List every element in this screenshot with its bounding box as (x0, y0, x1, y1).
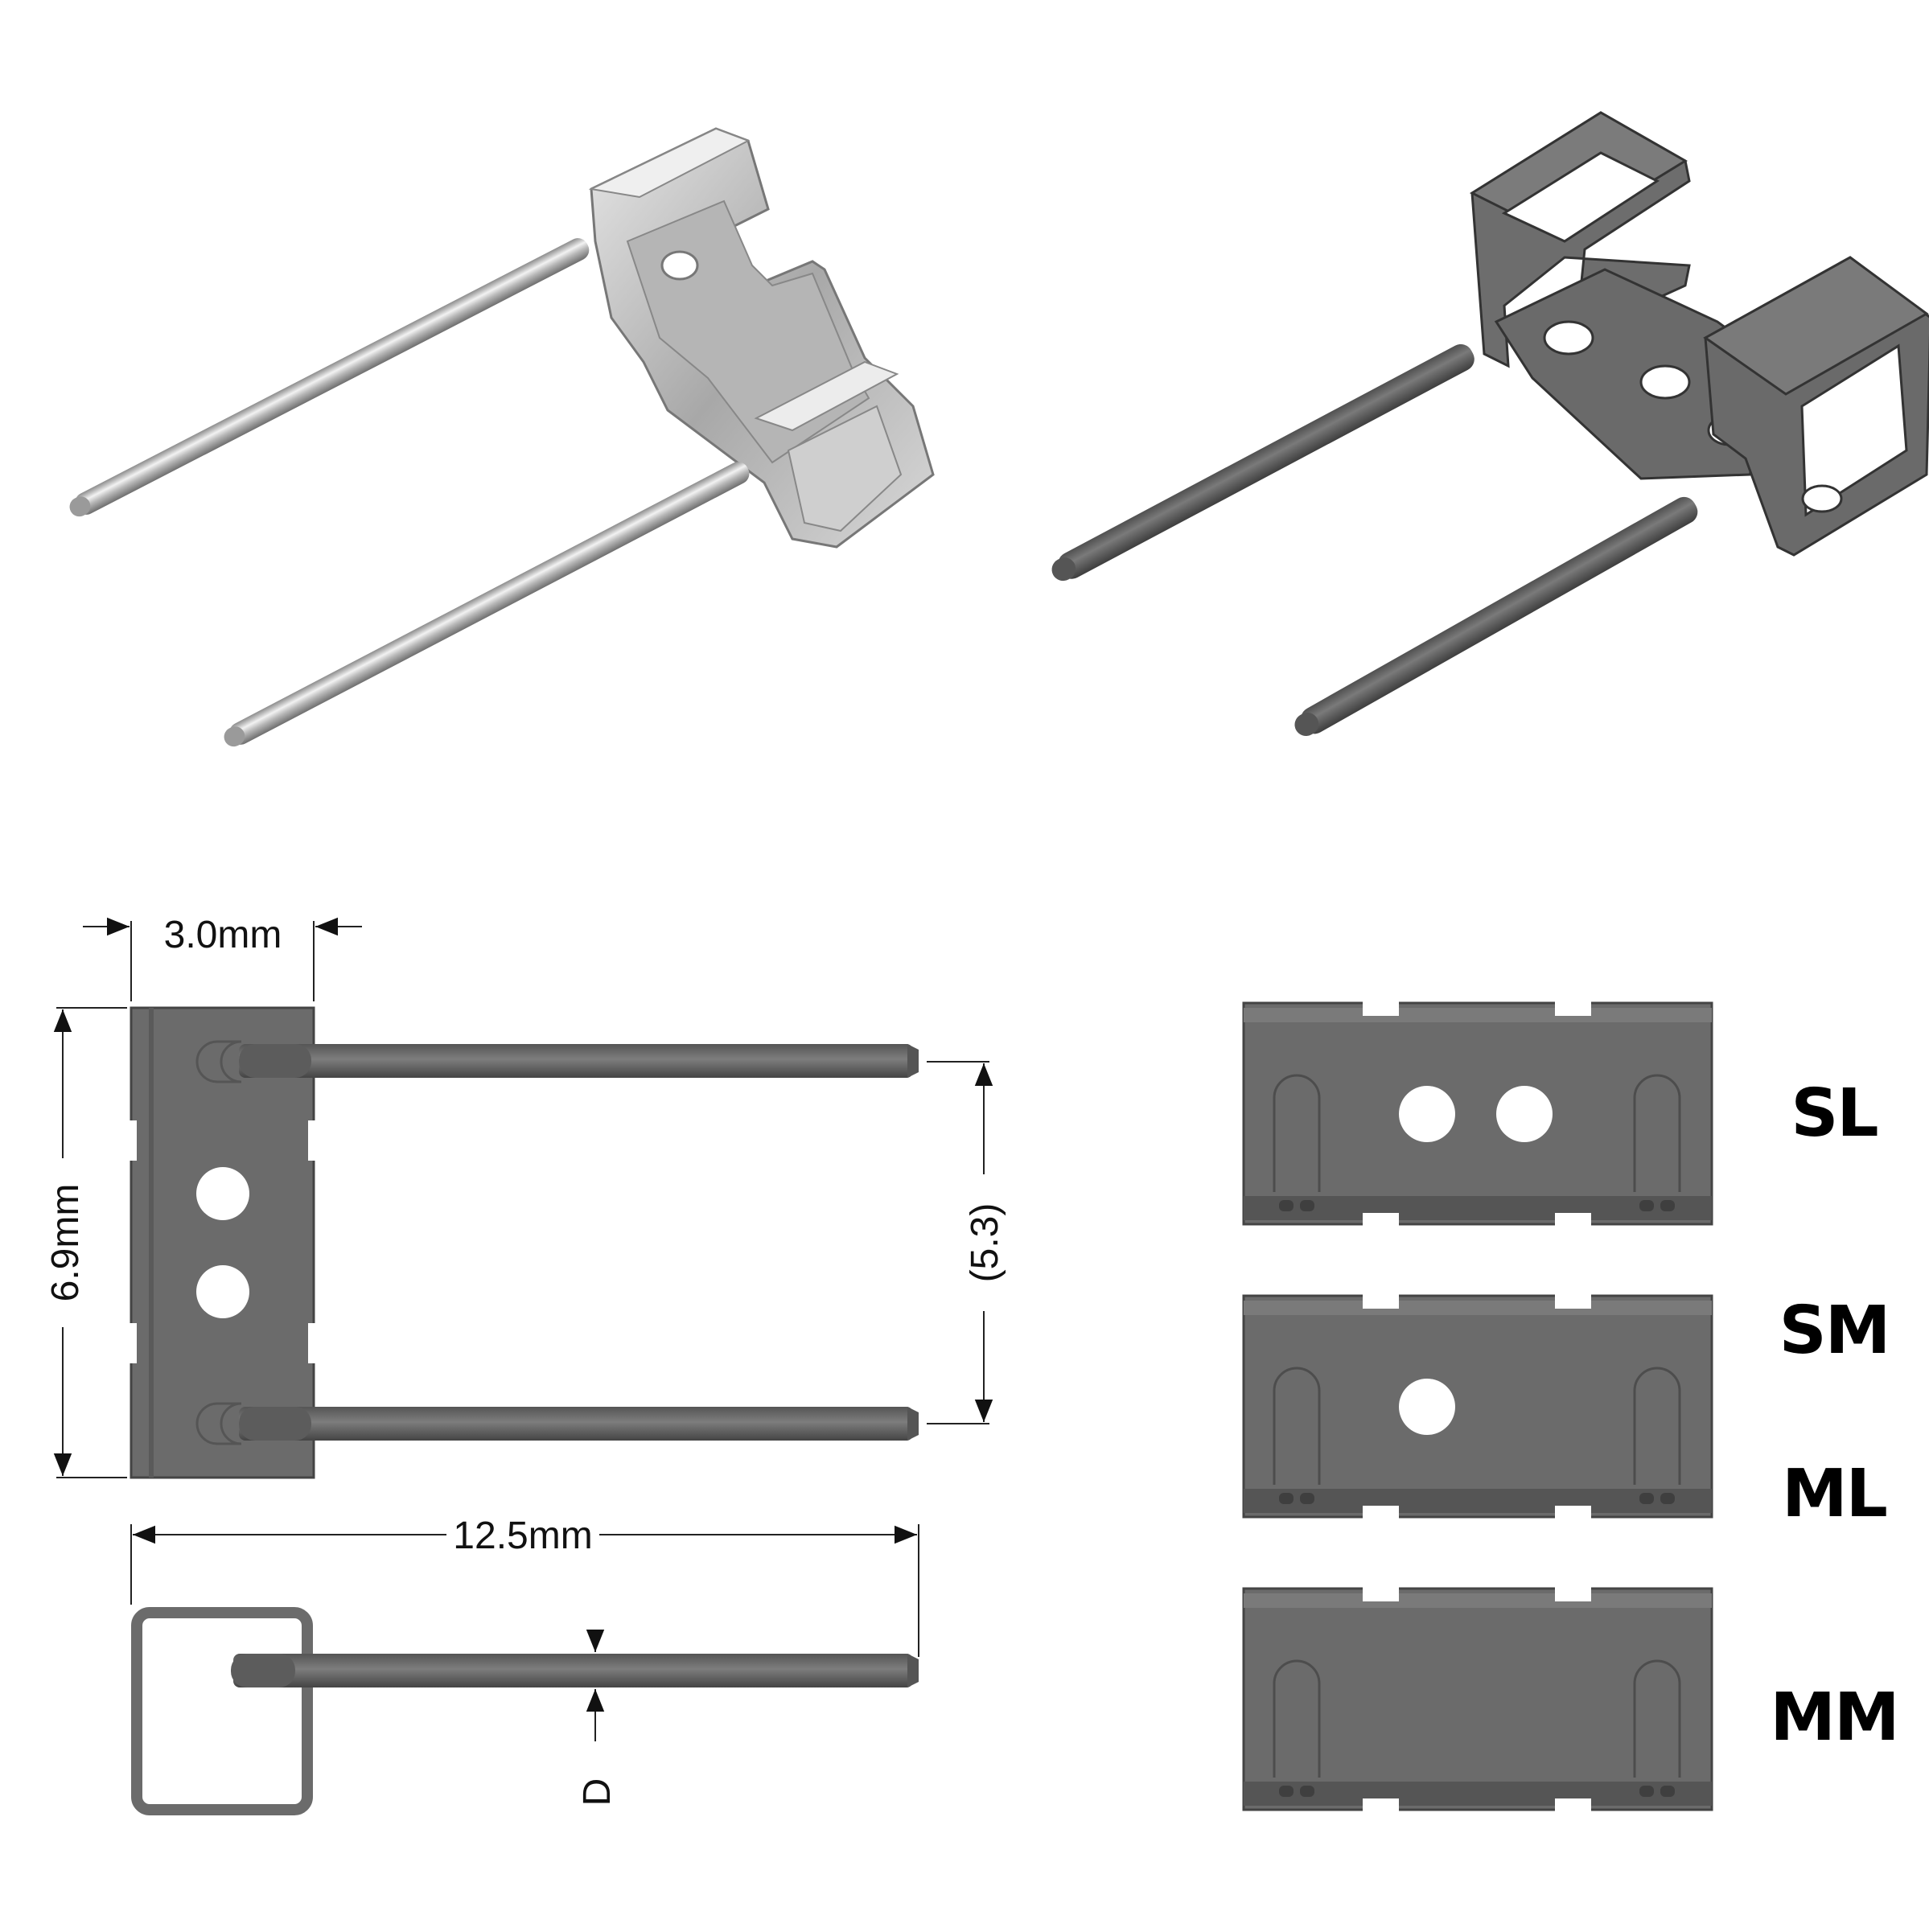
variant-label-ml: ML (1782, 1456, 1887, 1532)
plate-tab (1300, 1200, 1314, 1211)
plate-notch (1555, 1798, 1591, 1813)
plate-tab (1660, 1200, 1675, 1211)
plate-body (1242, 1001, 1713, 1226)
pitch-dimension: (5.3) (964, 1203, 1006, 1283)
plate-notch (1363, 1294, 1399, 1309)
plate-tab (1660, 1493, 1675, 1504)
variant-plates: SL SM ML MM (1242, 1001, 1900, 1813)
side-view-drawing: 12.5mm D (130, 1515, 919, 1815)
plate-bottom-edge (1244, 1196, 1712, 1220)
width-dimension: 3.0mm (164, 914, 282, 956)
plate-mm (1242, 1587, 1713, 1813)
plate-sm-ml (1242, 1294, 1713, 1520)
grey-terminal-render (1051, 111, 1929, 737)
plate-top-edge (1244, 1301, 1712, 1315)
plate-notch (1555, 1294, 1591, 1309)
square-frame (131, 1607, 313, 1815)
height-dimension: 6.9mm (44, 1184, 87, 1302)
plate-slot (1633, 1074, 1681, 1192)
variant-label-sl: SL (1791, 1075, 1878, 1152)
pin-side (231, 1654, 919, 1687)
pin-lower (239, 1407, 919, 1441)
variant-label-mm: MM (1770, 1679, 1898, 1756)
plate-notch (1363, 1001, 1399, 1016)
pin-upper (239, 1044, 919, 1078)
plate-tab (1279, 1786, 1294, 1797)
plate-slot (1273, 1367, 1321, 1485)
silver-terminal-photo (69, 127, 935, 747)
plate-slot (1633, 1659, 1681, 1778)
body-hole-2 (196, 1265, 249, 1318)
plate-tab (1639, 1786, 1654, 1797)
plate-notch (1363, 1798, 1399, 1813)
plate-notch (1555, 1001, 1591, 1016)
plate-top-edge (1244, 1593, 1712, 1608)
plate-tab (1279, 1493, 1294, 1504)
plate-notch (1555, 1587, 1591, 1601)
body-strip (130, 1006, 315, 1479)
plate-notch (1363, 1506, 1399, 1520)
plate-notch (1555, 1506, 1591, 1520)
plate-tab (1300, 1493, 1314, 1504)
plate-slot (1633, 1367, 1681, 1485)
plate-tab (1639, 1200, 1654, 1211)
plate-hole (1399, 1086, 1455, 1142)
plate-slot (1273, 1074, 1321, 1192)
plate-sl (1242, 1001, 1713, 1227)
plate-tab (1639, 1493, 1654, 1504)
plate-notch (1555, 1213, 1591, 1227)
plate-bottom-edge (1244, 1489, 1712, 1513)
plate-tab (1660, 1786, 1675, 1797)
plate-body (1242, 1294, 1713, 1519)
plate-tab (1300, 1786, 1314, 1797)
plate-notch (1363, 1587, 1399, 1601)
plate-bottom-edge (1244, 1782, 1712, 1806)
plate-hole (1399, 1379, 1455, 1435)
variant-label-sm: SM (1779, 1293, 1890, 1369)
plate-hole (1496, 1086, 1553, 1142)
body-hole-1 (196, 1167, 249, 1220)
plate-top-edge (1244, 1008, 1712, 1022)
diameter-label: D (576, 1778, 619, 1807)
length-dimension: 12.5mm (453, 1515, 592, 1557)
plate-body (1242, 1587, 1713, 1811)
plate-tab (1279, 1200, 1294, 1211)
plate-notch (1363, 1213, 1399, 1227)
plate-slot (1273, 1659, 1321, 1778)
top-view-drawing: 3.0mm 6.9mm (5.3) (44, 914, 1006, 1479)
